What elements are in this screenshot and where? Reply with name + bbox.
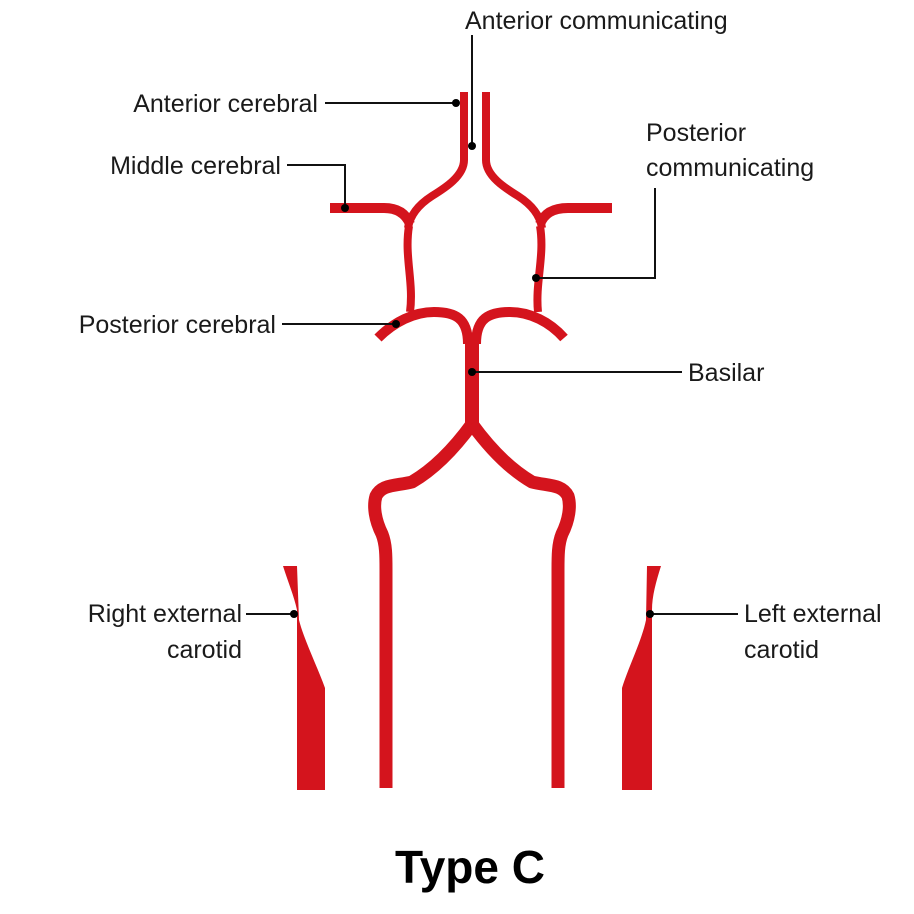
label-right-external-carotid-line2: carotid	[167, 636, 242, 664]
leader-posterior-communicating	[536, 188, 656, 279]
labels: Anterior communicating Anterior cerebral…	[79, 7, 882, 893]
vessel-right-external-carotid	[283, 566, 325, 790]
vessel-posterior-cerebral-right	[374, 307, 473, 345]
dot-left-external-carotid	[646, 610, 654, 618]
label-left-external-carotid-line1: Left external	[744, 600, 882, 628]
marker-dots	[290, 99, 654, 618]
vessel-posterior-communicating-right	[403, 225, 415, 313]
dot-posterior-cerebral	[392, 320, 400, 328]
label-right-external-carotid-line1: Right external	[88, 600, 242, 628]
label-posterior-communicating-line2: communicating	[646, 154, 814, 182]
label-anterior-communicating: Anterior communicating	[465, 7, 728, 35]
dot-posterior-communicating	[532, 274, 540, 282]
vessel-anterior-cerebral-right	[404, 92, 468, 229]
leader-lines	[246, 35, 738, 615]
vessel-middle-cerebral-right	[330, 203, 415, 227]
vessel-posterior-communicating-left	[533, 225, 546, 313]
label-middle-cerebral: Middle cerebral	[110, 152, 281, 180]
vessel-middle-cerebral-left	[535, 203, 612, 227]
dot-anterior-communicating	[468, 142, 476, 150]
vessel-vertebral-right	[368, 420, 478, 788]
label-basilar: Basilar	[688, 359, 764, 387]
label-posterior-communicating-line1: Posterior	[646, 119, 746, 147]
vessel-left-external-carotid	[622, 566, 661, 790]
label-left-external-carotid-line2: carotid	[744, 636, 819, 664]
dot-right-external-carotid	[290, 610, 298, 618]
vessel-posterior-cerebral-left	[471, 307, 568, 345]
vessel-anterior-cerebral-left	[482, 92, 546, 229]
diagram-title: Type C	[395, 841, 545, 893]
dot-basilar	[468, 368, 476, 376]
vessel-vertebral-left	[466, 420, 576, 788]
vessels	[283, 92, 661, 790]
dot-middle-cerebral	[341, 204, 349, 212]
dot-anterior-cerebral	[452, 99, 460, 107]
label-anterior-cerebral: Anterior cerebral	[133, 90, 318, 118]
leader-middle-cerebral	[287, 164, 346, 207]
label-posterior-cerebral: Posterior cerebral	[79, 311, 276, 339]
